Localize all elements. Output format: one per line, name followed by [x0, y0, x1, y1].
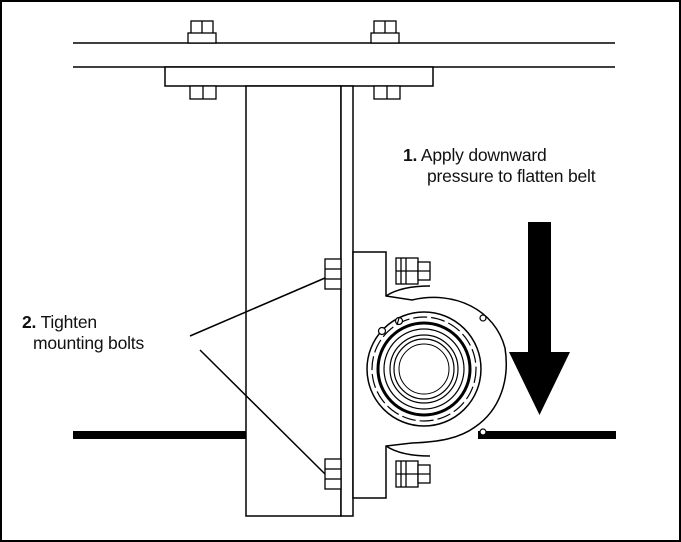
belt	[73, 431, 616, 439]
plate-nut-right	[373, 85, 401, 100]
down-arrow-icon	[509, 222, 570, 415]
top-bolt-right	[370, 20, 400, 44]
step-1-text-line1: Apply downward	[420, 145, 547, 165]
step-2-text-line1: Tighten	[40, 312, 98, 332]
step-1-text-line2: pressure to flatten belt	[427, 166, 596, 186]
top-bolt-left	[187, 20, 217, 44]
grease-fittings	[377, 314, 487, 436]
mounting-plate	[164, 66, 434, 87]
vertical-bracket	[245, 85, 354, 517]
step-1-callout: 1. Apply downward pressure to flatten be…	[403, 145, 596, 187]
step-2-text-line2: mounting bolts	[33, 333, 145, 353]
step-1-number: 1.	[403, 145, 418, 165]
plate-nut-left	[189, 85, 217, 100]
mounting-bolt-lower	[324, 458, 342, 490]
tensioner-bolt-lower	[395, 460, 431, 488]
pulley	[366, 311, 482, 427]
tensioner-bolt-upper	[395, 257, 431, 285]
step-2-callout: 2. Tighten mounting bolts	[22, 312, 144, 354]
leader-lines	[189, 277, 326, 475]
mounting-bolt-upper	[324, 258, 342, 290]
step-2-number: 2.	[22, 312, 37, 332]
